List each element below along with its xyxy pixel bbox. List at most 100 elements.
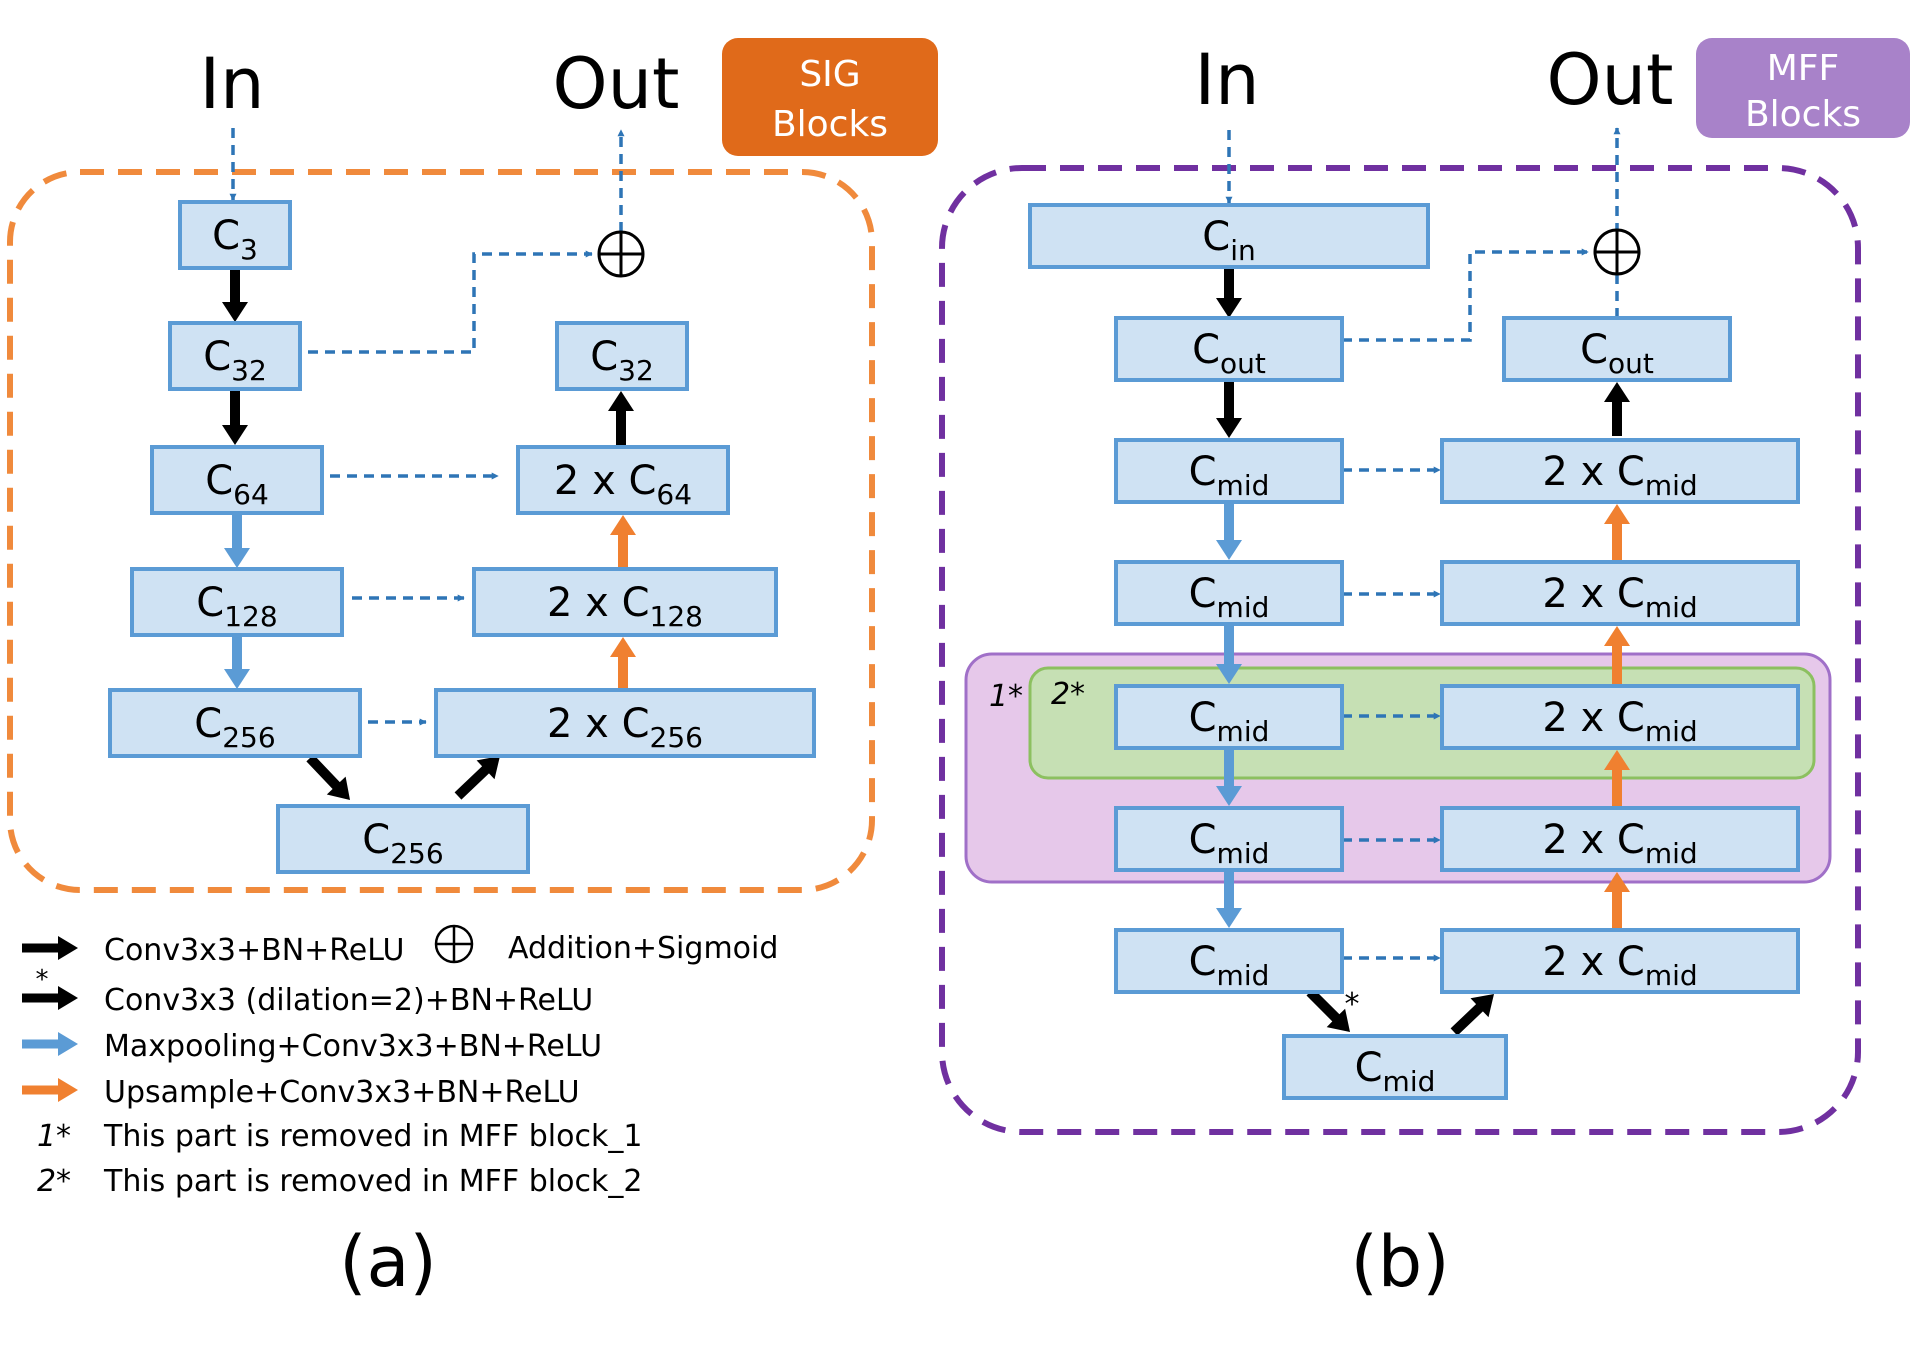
sig-block-d64-subscript: 64: [656, 478, 692, 511]
sig-block-c3-subscript: 3: [240, 233, 258, 266]
sig-arrow-up-1: [610, 637, 636, 689]
sig-block-c256_bot-label: C256: [362, 817, 443, 870]
mff-block-cout-main: C: [1192, 327, 1220, 373]
mff-block-u3-subscript: mid: [1645, 715, 1698, 748]
sig-arrow-conv-2: [222, 391, 248, 445]
sig-block-d64-main: C: [628, 458, 656, 504]
sig-block-d256-multiplier: 2 x: [547, 701, 622, 747]
legend-note2-label: This part is removed in MFF block_2: [103, 1164, 642, 1199]
sig-block-c64: C64: [150, 445, 324, 515]
sig-arrow-conv-1: [222, 270, 248, 322]
mff-block-cout: Cout: [1114, 316, 1344, 382]
caption-a: (a): [339, 1221, 437, 1303]
sig-block-d128-subscript: 128: [650, 600, 703, 633]
sig-block-c128-label: C128: [196, 580, 277, 633]
mff-block-m4-label: Cmid: [1189, 817, 1270, 870]
mff-block-u1-main: C: [1617, 449, 1645, 495]
mff-block-m4-subscript: mid: [1217, 837, 1270, 870]
legend-conv-arrow: [22, 936, 78, 960]
sig-block-d256: 2 x C256: [434, 688, 816, 758]
legend-note2-mark: 2*: [37, 1164, 71, 1199]
sig-block-c256-label: C256: [194, 701, 275, 754]
mff-block-m1-main: C: [1189, 449, 1217, 495]
caption-b: (b): [1350, 1221, 1449, 1303]
mff-block-cin-subscript: in: [1230, 234, 1256, 267]
mff-block-u3-multiplier: 2 x: [1542, 695, 1617, 741]
mff-arrow-pool-3: [1216, 750, 1242, 806]
sig-block-d64-multiplier: 2 x: [554, 458, 629, 504]
sig-arrow-pool-2: [224, 637, 250, 689]
mff-block-u1-label: 2 x Cmid: [1542, 449, 1697, 502]
legend-conv-label: Conv3x3+BN+ReLU: [104, 933, 404, 968]
sig-block-d256-main: C: [622, 701, 650, 747]
mff-block-u4: 2 x Cmid: [1440, 806, 1800, 872]
legend-addition-label: Addition+Sigmoid: [508, 931, 778, 966]
sig-addition-icon: [597, 230, 645, 278]
mff-block-m2-main: C: [1189, 571, 1217, 617]
mff-out-label: Out: [1547, 39, 1674, 121]
sig-block-c3: C3: [178, 200, 292, 270]
legend-upsample-label: Upsample+Conv3x3+BN+ReLU: [104, 1075, 580, 1110]
mff-block-m4-main: C: [1189, 817, 1217, 863]
mff-block-m5: Cmid: [1114, 928, 1344, 994]
mff-block-m1-subscript: mid: [1217, 469, 1270, 502]
sig-block-c256_bot-main: C: [362, 817, 390, 863]
sig-block-c256-subscript: 256: [222, 721, 275, 754]
mff-block-u1: 2 x Cmid: [1440, 438, 1800, 504]
legend-note1-label: This part is removed in MFF block_1: [103, 1119, 642, 1154]
mff-badge-line1: MFF: [1767, 48, 1839, 89]
mff-arrow-up-2: [1604, 750, 1630, 806]
sig-arrow-up-2: [610, 515, 636, 568]
sig-block-c32: C32: [168, 321, 302, 391]
mff-block-m5-label: Cmid: [1189, 939, 1270, 992]
mff-block-mbot-label: Cmid: [1355, 1045, 1436, 1098]
mff-block-m1-label: Cmid: [1189, 449, 1270, 502]
sig-block-c32_out: C32: [555, 321, 689, 391]
mff-block-cout_r: Cout: [1502, 316, 1732, 382]
sig-block-d128-main: C: [622, 580, 650, 626]
legend-note1-mark: 1*: [37, 1119, 71, 1154]
mff-block-u2-main: C: [1617, 571, 1645, 617]
mff-block-u2-subscript: mid: [1645, 591, 1698, 624]
mff-arrow-up-3: [1604, 626, 1630, 684]
mff-arrow-pool-2: [1216, 626, 1242, 684]
sig-block-c128: C128: [130, 567, 344, 637]
mff-block-cout_r-label: Cout: [1580, 327, 1654, 380]
mff-block-u5: 2 x Cmid: [1440, 928, 1800, 994]
mff-block-cin-main: C: [1202, 214, 1230, 260]
sig-block-c256_bot: C256: [276, 804, 530, 874]
mff-block-u1-multiplier: 2 x: [1542, 449, 1617, 495]
mff-block-m3-label: Cmid: [1189, 695, 1270, 748]
mff-frame: [939, 165, 1861, 1135]
mff-block-cout-label: Cout: [1192, 327, 1266, 380]
sig-block-c3-label: C3: [212, 213, 258, 266]
mff-arrow-conv-up: [1450, 994, 1494, 1036]
mff-block-m3-main: C: [1189, 695, 1217, 741]
mff-block-mbot-subscript: mid: [1383, 1065, 1436, 1098]
legend-maxpool-label: Maxpooling+Conv3x3+BN+ReLU: [104, 1029, 602, 1064]
sig-block-d256-label: 2 x C256: [547, 701, 703, 754]
sig-badge-line1: SIG: [799, 54, 860, 95]
mff-block-m2: Cmid: [1114, 560, 1344, 626]
mff-region-2-label: 2*: [1051, 677, 1085, 712]
mff-block-u5-label: 2 x Cmid: [1542, 939, 1697, 992]
sig-block-c3-main: C: [212, 213, 240, 259]
mff-block-u3-main: C: [1617, 695, 1645, 741]
mff-block-u2: 2 x Cmid: [1440, 560, 1800, 626]
sig-block-d64-label: 2 x C64: [554, 458, 692, 511]
mff-block-m1: Cmid: [1114, 438, 1344, 504]
mff-block-cout_r-subscript: out: [1608, 347, 1654, 380]
mff-block-m2-subscript: mid: [1217, 591, 1270, 624]
mff-block-u5-main: C: [1617, 939, 1645, 985]
mff-arrow-pool-1: [1216, 504, 1242, 560]
sig-block-d256-subscript: 256: [650, 721, 703, 754]
mff-arrow-up-1: [1604, 872, 1630, 928]
mff-arrow-conv-2: [1216, 382, 1242, 438]
legend: Conv3x3+BN+ReLU Addition+Sigmoid * Conv3…: [22, 924, 778, 1199]
sig-block-c256-main: C: [194, 701, 222, 747]
mff-badge: MFF Blocks: [1696, 38, 1910, 138]
mff-arrow-pool-4: [1216, 872, 1242, 928]
mff-arrow-conv-1: [1216, 269, 1242, 318]
